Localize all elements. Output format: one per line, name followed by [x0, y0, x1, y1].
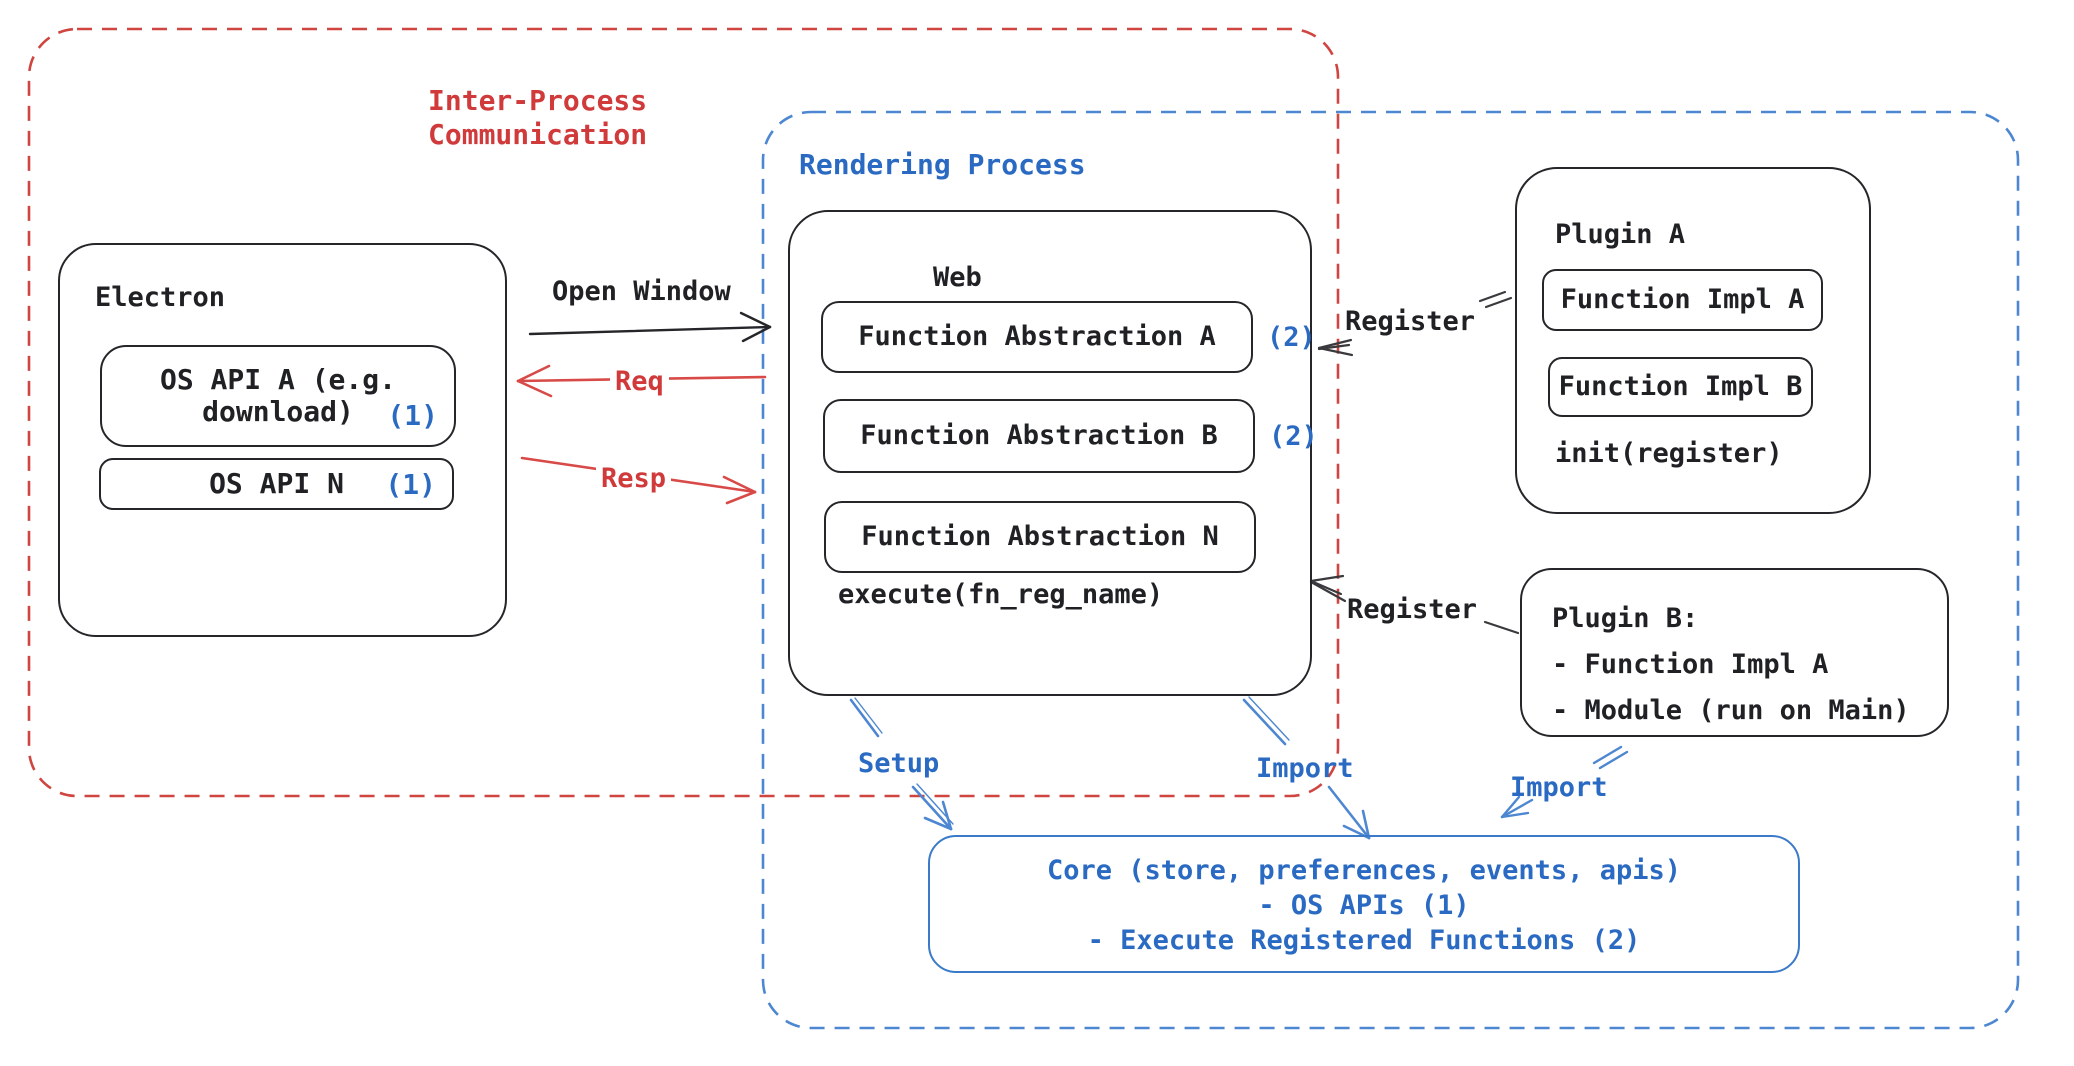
- function-abstraction-row: Function Abstraction N: [824, 501, 1270, 573]
- os-api-a-badge: (1): [387, 399, 438, 432]
- os-api-a-line2: download): [202, 395, 354, 428]
- register-b-label: Register: [1347, 594, 1478, 625]
- core-box: Core (store, preferences, events, apis) …: [928, 835, 1800, 973]
- setup-label: Setup: [858, 748, 940, 779]
- open-window-arrow: [528, 311, 772, 343]
- function-abstraction-row: Function Abstraction A (2): [821, 301, 1316, 373]
- function-abstraction-row: Function Abstraction B (2): [823, 399, 1318, 473]
- plugin-b-text: Plugin B:- Function Impl A- Module (run …: [1552, 603, 1910, 726]
- req-label: Req: [610, 366, 669, 398]
- os-api-a-line1: OS API A (e.g.: [159, 362, 396, 396]
- function-abstraction-b-badge: (2): [1269, 420, 1318, 452]
- function-abstraction-a-badge: (2): [1267, 321, 1316, 353]
- function-abstraction-b-box: Function Abstraction B: [823, 399, 1255, 473]
- function-abstraction-n-label: Function Abstraction N: [861, 521, 1219, 553]
- os-api-n-label: OS API N: [209, 466, 344, 500]
- import-b-label: Import: [1510, 772, 1608, 803]
- plugin-a-box: Plugin A Function Impl A Function Impl B…: [1515, 167, 1871, 514]
- rendering-process-region-label: Rendering Process: [799, 148, 1086, 181]
- electron-title: Electron: [95, 282, 226, 313]
- function-abstraction-n-box: Function Abstraction N: [824, 501, 1256, 573]
- function-abstraction-b-label: Function Abstraction B: [860, 420, 1218, 452]
- function-abstraction-a-box: Function Abstraction A: [821, 301, 1253, 373]
- web-box: [788, 210, 1312, 696]
- web-title: Web: [933, 262, 982, 293]
- open-window-label: Open Window: [552, 276, 731, 307]
- function-impl-b-label: Function Impl B: [1558, 371, 1803, 403]
- core-line2: - OS APIs (1): [1258, 890, 1470, 921]
- core-line1: Core (store, preferences, events, apis): [1047, 855, 1681, 886]
- plugin-b-box: Plugin B:- Function Impl A- Module (run …: [1520, 568, 1949, 737]
- import-a-label: Import: [1256, 753, 1354, 784]
- os-api-a-box: OS API A (e.g. download) (1): [100, 345, 456, 447]
- electron-box: Electron OS API A (e.g. download) (1) OS…: [58, 243, 507, 637]
- function-impl-a-box: Function Impl A: [1542, 269, 1823, 331]
- execute-label: execute(fn_reg_name): [838, 579, 1164, 610]
- register-a-label: Register: [1345, 306, 1476, 337]
- function-impl-a-label: Function Impl A: [1560, 284, 1805, 316]
- function-impl-b-box: Function Impl B: [1548, 357, 1813, 417]
- plugin-a-title: Plugin A: [1555, 219, 1686, 250]
- init-register-label: init(register): [1555, 438, 1783, 469]
- core-line3: - Execute Registered Functions (2): [1087, 925, 1641, 956]
- os-api-n-box: OS API N (1): [99, 458, 454, 510]
- os-api-n-badge: (1): [385, 468, 436, 501]
- function-abstraction-a-label: Function Abstraction A: [858, 321, 1216, 353]
- resp-label: Resp: [596, 463, 672, 495]
